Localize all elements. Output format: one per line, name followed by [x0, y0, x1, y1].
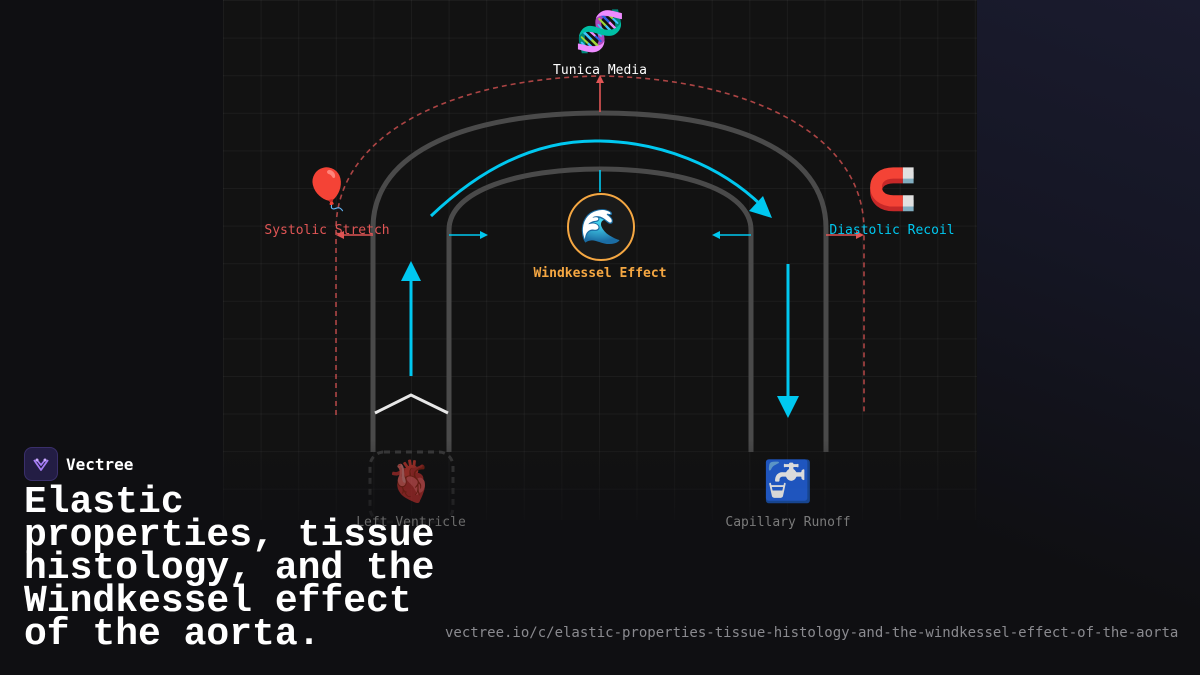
left-ventricle-label: Left Ventricle — [356, 515, 466, 530]
wave-icon: 🌊 — [579, 207, 623, 247]
aorta-inner-wall — [446, 166, 754, 452]
aorta-outer-wall — [370, 110, 829, 452]
systolic-stretch-label: Systolic Stretch — [264, 223, 390, 238]
brand: Vectree — [24, 447, 133, 481]
diastolic-recoil-label: Diastolic Recoil — [829, 223, 955, 238]
dna-icon: 🧬 — [575, 9, 625, 55]
canvas-fade — [223, 440, 977, 530]
balloon-icon: 🎈 — [302, 167, 352, 213]
expanded-wall-outline — [335, 75, 865, 415]
windkessel-hub: 🌊 — [567, 193, 635, 261]
faucet-icon: 🚰 — [763, 459, 813, 505]
windkessel-effect-label: Windkessel Effect — [533, 266, 667, 281]
source-url[interactable]: vectree.io/c/elastic-properties-tissue-h… — [445, 625, 1179, 641]
page-title: Elastic properties, tissue histology, an… — [24, 481, 435, 656]
brand-name: Vectree — [66, 454, 134, 474]
vectree-logo-icon — [24, 447, 58, 481]
arch-flow-arrow — [429, 139, 764, 218]
capillary-runoff-label: Capillary Runoff — [725, 515, 851, 530]
magnet-icon: 🧲 — [867, 167, 917, 213]
aortic-valve — [374, 393, 449, 415]
tunica-media-label: Tunica Media — [553, 63, 647, 78]
heart-icon: 🫀 — [386, 459, 436, 505]
